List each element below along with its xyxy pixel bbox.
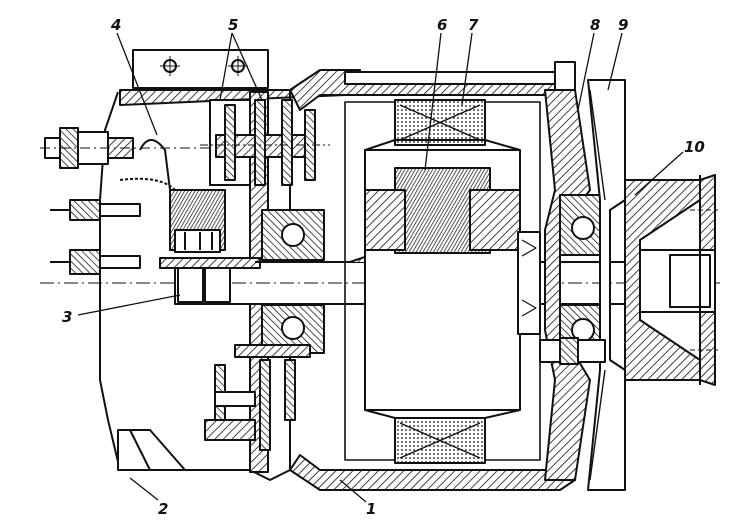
mounting-ear bbox=[132, 49, 269, 89]
callout-7: 7 bbox=[468, 16, 479, 34]
fan-hub-ring bbox=[517, 231, 541, 335]
rectifier-diode-stack bbox=[200, 99, 330, 186]
terminal-stud-lower bbox=[50, 249, 141, 275]
right-bearing bbox=[559, 194, 611, 361]
terminal-stud-middle bbox=[50, 199, 141, 221]
slip-ring-1 bbox=[177, 265, 204, 303]
callout-5: 5 bbox=[228, 16, 238, 34]
drive-end-shield bbox=[544, 89, 591, 481]
rectifier-lower-stack bbox=[204, 344, 311, 451]
slip-ring-insulator bbox=[159, 257, 261, 269]
through-bolt bbox=[344, 71, 566, 85]
slip-ring-2 bbox=[204, 265, 231, 303]
brush-spring-housing bbox=[174, 229, 221, 253]
callout-9: 9 bbox=[618, 16, 628, 34]
leader-lines bbox=[77, 32, 684, 503]
callout-6: 6 bbox=[437, 16, 447, 34]
callout-2: 2 bbox=[158, 500, 168, 518]
skirt-edge-line bbox=[129, 429, 151, 471]
left-bearing bbox=[261, 209, 325, 354]
callout-1: 1 bbox=[366, 500, 376, 518]
brush-lead-wire bbox=[139, 139, 171, 191]
callout-4: 4 bbox=[110, 16, 121, 34]
callout-10: 10 bbox=[684, 138, 705, 156]
through-bolt-nut bbox=[554, 61, 576, 93]
rotor-core-left bbox=[364, 189, 406, 251]
rotor-core-right bbox=[469, 189, 521, 251]
pulley-nut bbox=[669, 254, 711, 308]
callout-3: 3 bbox=[62, 308, 72, 326]
callout-8: 8 bbox=[590, 16, 600, 34]
cover-lower-skirt bbox=[117, 429, 186, 471]
